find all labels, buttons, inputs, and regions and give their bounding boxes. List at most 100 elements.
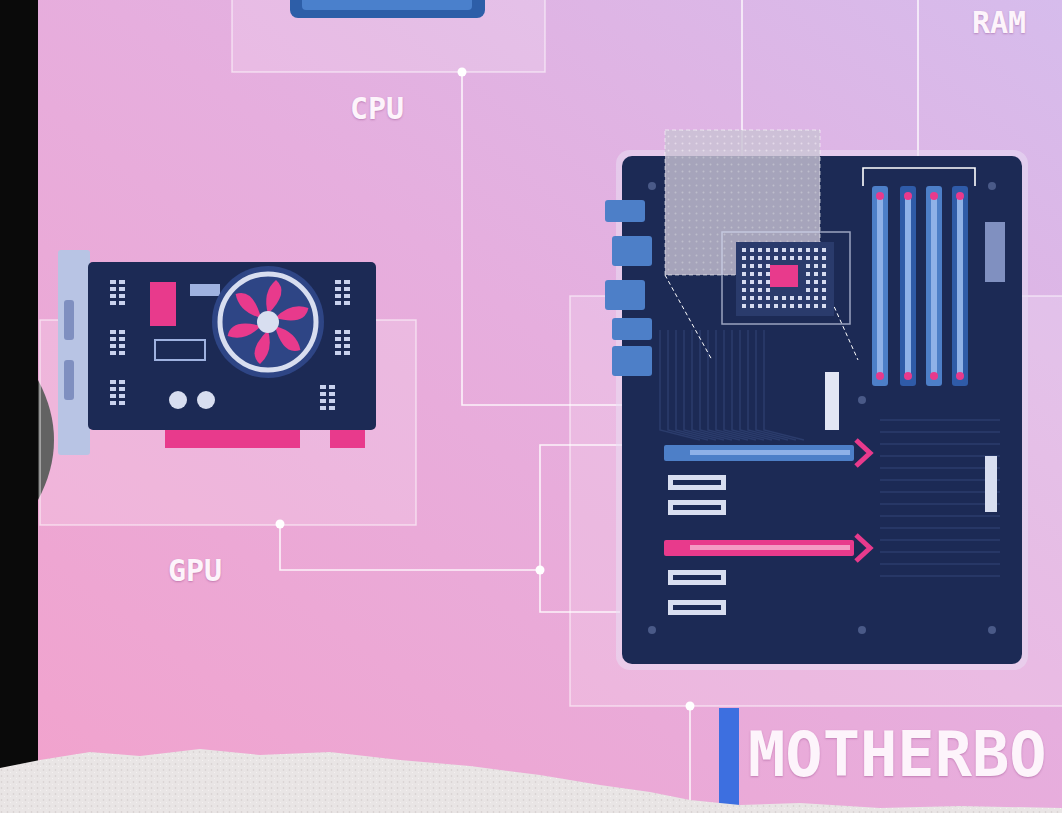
gpu-card-part: [64, 300, 74, 340]
gpu-card-part-part: [119, 351, 125, 355]
gpu-card-part-part: [110, 330, 116, 334]
gpu-card-part-part: [335, 294, 341, 298]
cpu-socket-part-part: [822, 296, 826, 300]
pcie-slots-part: [668, 475, 726, 615]
cpu-socket-part-part: [822, 280, 826, 284]
component-label: CPU: [350, 94, 404, 124]
gpu-card-part-part: [344, 280, 350, 284]
leader-line-part: [280, 524, 540, 570]
cpu-socket-part-part: [750, 288, 754, 292]
gpu-card: [58, 250, 376, 455]
cpu-socket-part-part: [822, 304, 826, 308]
cpu-socket-part-part: [750, 304, 754, 308]
cpu-socket-part-part: [750, 296, 754, 300]
leader-dot-part: [536, 566, 545, 575]
cpu-socket-part: [770, 265, 798, 287]
motherboard-board-part-part: [648, 182, 656, 190]
cpu-socket-part-part: [758, 304, 762, 308]
cpu-socket-part-part: [766, 288, 770, 292]
gpu-card-part: [190, 284, 220, 296]
motherboard-board-part-part: [700, 330, 740, 440]
motherboard-board-part-part: [612, 236, 652, 266]
component-label: RAM: [972, 8, 1026, 38]
gpu-card-part-part: [110, 344, 116, 348]
gpu-card-part-part: [119, 301, 125, 305]
gpu-card-part-part: [320, 406, 326, 410]
pcie-slots-part: [856, 535, 870, 561]
gpu-card-part: [88, 262, 376, 430]
gpu-card-part: [169, 391, 187, 409]
cpu-socket-part-part: [790, 296, 794, 300]
gpu-card-part-part: [329, 392, 335, 396]
motherboard-board-part-part: [748, 330, 788, 440]
cpu-socket-part-part: [782, 296, 786, 300]
ram-slots-part: [985, 222, 1005, 282]
gpu-card-part-part: [119, 380, 125, 384]
cpu-socket-part-part: [750, 256, 754, 260]
label-box: MOTHERBO: [748, 724, 1047, 786]
ram-slots-part-part: [905, 195, 911, 375]
gpu-card-part-part: [335, 351, 341, 355]
motherboard-board-part-part: [880, 455, 1000, 457]
gpu-card-part-part: [119, 294, 125, 298]
cpu-socket-part-part: [814, 304, 818, 308]
cpu-socket-part-part: [814, 296, 818, 300]
gpu-card-part-part: [119, 394, 125, 398]
cpu-socket-part-part: [742, 256, 746, 260]
cpu-socket-part-part: [742, 296, 746, 300]
gpu-card-part-part: [344, 287, 350, 291]
motherboard-board-part-part: [880, 491, 1000, 493]
cpu-socket-part-part: [806, 288, 810, 292]
cpu-socket-part-part: [750, 272, 754, 276]
cpu-socket-part-part: [750, 264, 754, 268]
cpu-socket-part-part: [774, 248, 778, 252]
cpu-socket-part-part: [766, 264, 770, 268]
gpu-card-part-part: [110, 351, 116, 355]
motherboard-board-part-part: [605, 280, 645, 310]
motherboard-board-part-part: [676, 330, 716, 440]
cpu-socket-part-part: [742, 248, 746, 252]
cpu-socket-part-part: [782, 304, 786, 308]
cpu-socket-part-part: [806, 248, 810, 252]
cpu-socket-part-part: [806, 296, 810, 300]
cpu-socket-part-part: [774, 256, 778, 260]
cpu-socket-part: [722, 232, 850, 324]
gpu-card-part-part: [344, 330, 350, 334]
gpu-card-part-part: [274, 299, 311, 329]
gpu-card-part: [220, 274, 316, 370]
cpu-chip-top-part: [302, 0, 472, 10]
motherboard-board-part-part: [988, 626, 996, 634]
gpu-card-part-part: [335, 280, 341, 284]
cpu-socket-part-part: [758, 256, 762, 260]
cpu-socket-part-part: [758, 280, 762, 284]
gpu-card-part-part: [255, 330, 270, 364]
motherboard-board-part-part: [612, 346, 652, 376]
leader-line-part: [689, 706, 691, 813]
gpu-card-part: [212, 266, 324, 378]
motherboard-board-part-part: [880, 419, 1000, 421]
cpu-socket-part-part: [822, 264, 826, 268]
ram-slots-part-part: [930, 372, 938, 380]
motherboard-board-part-part: [668, 330, 708, 440]
motherboard-board-part-part: [880, 503, 1000, 505]
leader-dot-part: [686, 702, 695, 711]
cpu-socket-part-part: [814, 272, 818, 276]
gpu-card-part: [64, 360, 74, 400]
gpu-card-part-part: [119, 344, 125, 348]
ram-slots-part-part: [876, 192, 884, 200]
gpu-card-part-part: [119, 280, 125, 284]
gpu-card-part: [155, 340, 205, 360]
gpu-card-part-part: [225, 314, 262, 344]
motherboard-board-part-part: [732, 330, 772, 440]
ram-slots-part-part: [876, 372, 884, 380]
gpu-card-part: [58, 250, 90, 455]
cpu-socket-part-part: [782, 256, 786, 260]
gpu-card-part-part: [119, 401, 125, 405]
cpu-socket-part-part: [758, 272, 762, 276]
cpu-socket-part-part: [806, 304, 810, 308]
cpu-socket-part-part: [758, 296, 762, 300]
cpu-socket-part-part: [758, 288, 762, 292]
cpu-socket-part-part: [822, 256, 826, 260]
component-label: GPU: [168, 556, 222, 586]
